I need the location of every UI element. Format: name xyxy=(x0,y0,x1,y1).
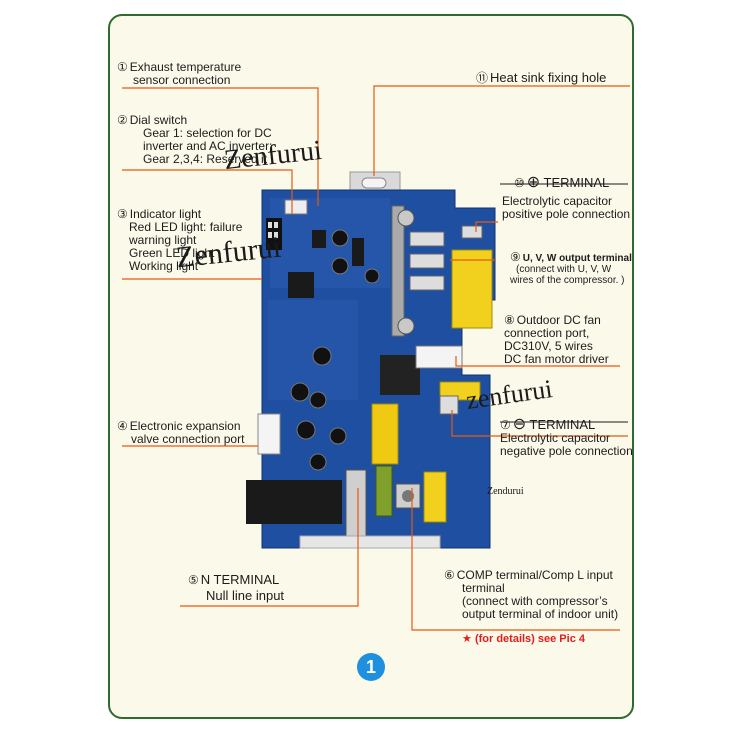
label-line: inverter and AC inverter; xyxy=(143,139,273,153)
label-number: ⑨ xyxy=(510,250,521,264)
label-line: negative pole connection xyxy=(500,444,633,458)
label-title: TERMINAL xyxy=(543,175,610,190)
label-number: ⑧ xyxy=(504,313,515,327)
label-number: ① xyxy=(117,60,128,74)
label-title: Indicator light xyxy=(129,207,202,221)
ic-chip xyxy=(288,272,314,298)
label-line: Electronic expansion xyxy=(129,419,241,433)
label-title: Heat sink fixing hole xyxy=(490,70,607,85)
label-line: COMP terminal/Comp L input xyxy=(456,568,613,582)
label-number: ⑪ xyxy=(476,71,489,85)
label-line: Null line input xyxy=(206,588,285,603)
label-title: U, V, W output terminal xyxy=(522,253,632,264)
dc-fan-connector xyxy=(415,345,463,369)
label-positive-terminal: ⑩⊕ TERMINAL xyxy=(514,174,610,191)
yellow-capacitor-top xyxy=(451,249,493,329)
relay-block xyxy=(246,480,342,524)
label-line: terminal xyxy=(462,581,505,595)
details-note: ★ (for details) see Pic 4 xyxy=(462,633,585,646)
n-terminal-bracket xyxy=(345,469,367,541)
label-line: Electrolytic capacitor xyxy=(500,431,611,445)
w-terminal xyxy=(409,275,445,291)
label-line: Outdoor DC fan xyxy=(516,313,601,327)
label-number: ⑦ xyxy=(500,418,511,432)
leader-lines xyxy=(122,85,630,631)
label-line: positive pole connection xyxy=(502,207,631,221)
label-line: Electrolytic capacitor xyxy=(502,194,613,208)
exhaust-sensor-connector xyxy=(284,199,308,215)
label-number: ⑩ xyxy=(514,176,525,190)
watermark: Zendurui xyxy=(487,486,524,497)
eev-connector xyxy=(257,413,281,455)
negative-terminal xyxy=(439,395,459,415)
label-line: Gear 1: selection for DC xyxy=(143,126,272,140)
label-line: sensor connection xyxy=(133,73,231,87)
label-line: output terminal of indoor unit) xyxy=(462,607,619,621)
heat-sink-hole xyxy=(361,177,387,189)
label-line: (connect with U, V, W xyxy=(516,264,612,275)
label-number: ③ xyxy=(117,207,128,221)
guide-lines xyxy=(500,183,628,423)
label-negative-terminal: ⑦⊖ TERMINAL Electrolytic capacitor negat… xyxy=(500,416,633,458)
label-line: warning light xyxy=(129,233,197,247)
label-line: Exhaust temperature xyxy=(129,60,242,74)
label-positive-desc: Electrolytic capacitor positive pole con… xyxy=(502,195,630,221)
plus-circle-icon: ⊕ xyxy=(526,174,541,191)
label-line: DC310V, 5 wires xyxy=(504,339,593,353)
yellow-capacitor-bottom xyxy=(423,471,447,523)
label-number: ④ xyxy=(117,419,128,433)
label-number: ⑤ xyxy=(188,573,199,587)
label-number: ⑥ xyxy=(444,568,455,582)
v-terminal xyxy=(409,253,445,269)
figure-number-badge: 1 xyxy=(357,653,385,681)
label-title: Dial switch xyxy=(129,113,188,127)
positive-terminal xyxy=(461,225,483,239)
label-title: TERMINAL xyxy=(529,417,596,432)
label-number: ② xyxy=(117,113,128,127)
minus-circle-icon: ⊖ xyxy=(512,416,527,433)
label-line: wires of the compressor. ) xyxy=(510,275,625,286)
label-line: Red LED light: failure xyxy=(129,220,243,234)
label-line: Working light xyxy=(129,259,199,273)
label-line: DC fan motor driver xyxy=(504,352,609,366)
label-line: connection port, xyxy=(504,326,590,340)
u-terminal xyxy=(409,231,445,247)
label-line: valve connection port xyxy=(131,432,245,446)
star-icon: ★ xyxy=(462,633,472,645)
label-line: Green LED light : xyxy=(129,246,222,260)
label-title: N TERMINAL xyxy=(200,572,280,587)
details-note-text: (for details) see Pic 4 xyxy=(474,633,585,645)
label-line: (connect with compressor’s xyxy=(462,594,608,608)
label-line: Gear 2,3,4: Reserved it xyxy=(143,152,268,166)
heat-sink-bar xyxy=(391,205,405,337)
